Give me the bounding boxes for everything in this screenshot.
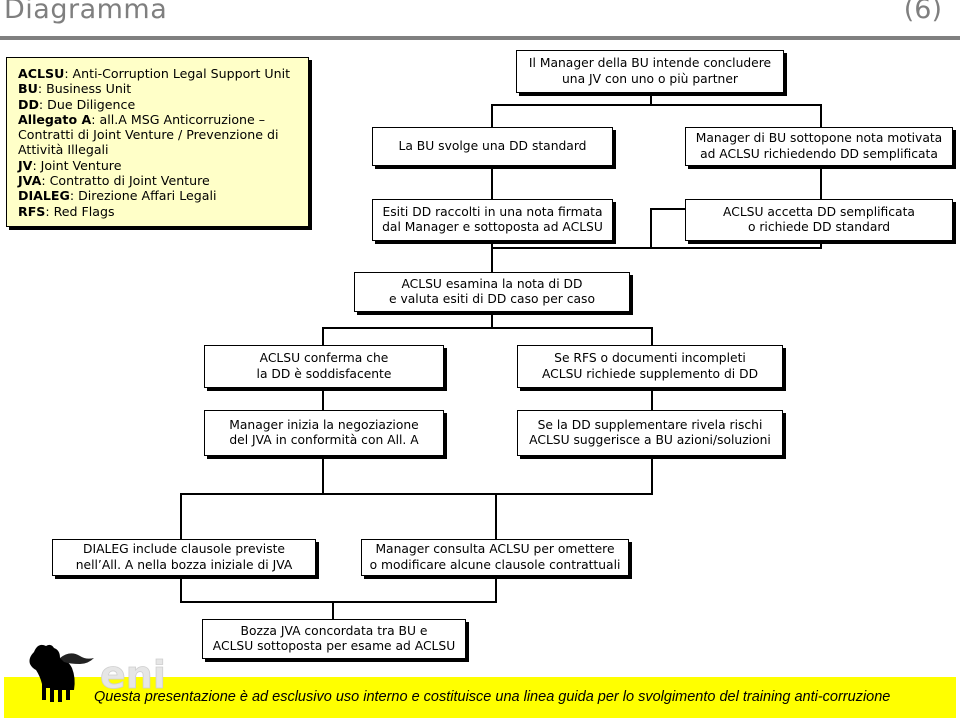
connector <box>491 241 493 249</box>
connector <box>180 493 653 495</box>
connector <box>820 166 822 199</box>
connector <box>491 247 493 272</box>
legend-entry-dd: DD: Due Diligence <box>18 96 136 112</box>
connector <box>491 104 493 127</box>
connector <box>332 601 334 619</box>
connector <box>820 241 822 249</box>
connector <box>650 208 685 210</box>
legend-entry-allegato-a: Allegato A: all.A MSG Anticorruzione – C… <box>18 111 279 158</box>
dd-standard-box: La BU svolge una DD standard <box>372 127 613 166</box>
footer-disclaimer: Questa presentazione è ad esclusivo uso … <box>94 689 891 705</box>
title-rule <box>0 36 960 40</box>
legend-entry-rfs: RFS: Red Flags <box>18 203 115 219</box>
page-title: Diagramma <box>4 0 168 25</box>
page-number: (6) <box>903 0 942 25</box>
connector <box>651 327 653 345</box>
connector <box>180 493 182 539</box>
legend-entry-jv: JV: Joint Venture <box>18 157 122 173</box>
legend-entry-jva: JVA: Contratto di Joint Venture <box>18 173 210 189</box>
legend-entry-bu: BU: Business Unit <box>18 81 132 97</box>
connector <box>651 456 653 495</box>
connector <box>495 493 497 539</box>
legend-entry-aclsu: ACLSU: Anti-Corruption Legal Support Uni… <box>18 66 291 81</box>
connector <box>651 388 653 410</box>
connector <box>820 104 822 127</box>
connector <box>491 312 493 329</box>
eni-logo: eni <box>29 644 166 702</box>
connector <box>322 388 324 410</box>
connector <box>322 327 324 345</box>
eni-wordmark: eni <box>100 653 166 697</box>
connector <box>491 104 822 106</box>
legend-entry-dialeg: DIALEG: Direzione Affari Legali <box>18 188 217 204</box>
connector <box>491 166 493 199</box>
connector <box>322 327 653 329</box>
connector <box>650 93 652 106</box>
connector <box>495 576 497 603</box>
connector <box>650 208 652 249</box>
connector <box>322 456 324 495</box>
connector <box>491 247 822 249</box>
footer-bar: Questa presentazione è ad esclusivo uso … <box>4 677 956 718</box>
connector <box>180 576 182 603</box>
six-legged-dog-logo-icon <box>29 644 94 702</box>
connector <box>180 601 497 603</box>
abbreviations-legend: ACLSU: Anti-Corruption Legal Support Uni… <box>6 57 309 227</box>
